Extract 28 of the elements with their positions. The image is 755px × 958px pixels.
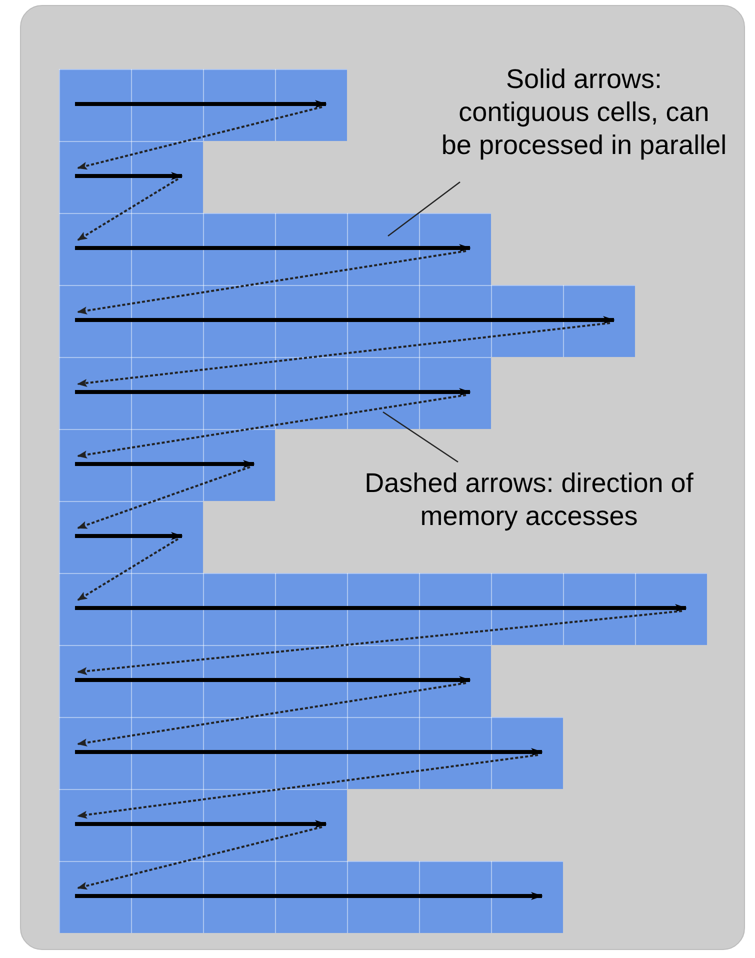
panel-background [20,5,745,950]
dashed-arrow [77,610,682,676]
memory-row [59,357,491,429]
leader-line [382,411,458,463]
memory-row [59,213,491,285]
dashed-arrow [77,826,322,890]
dashed-arrow [77,754,538,819]
dashed-arrow [77,466,250,529]
dashed-arrow [77,322,610,387]
dashed-arrow [77,682,466,747]
memory-row [59,861,563,933]
dashed-arrow [77,178,179,241]
memory-row [59,69,347,141]
memory-row [59,285,635,357]
dashed-arrow [77,106,322,170]
dashed-arrow [77,394,466,459]
annotation-text: Dashed arrows: direction of memory accesses [356,467,702,567]
memory-row [59,141,203,213]
memory-row [59,501,203,573]
memory-row [59,717,563,789]
memory-row [59,789,347,861]
memory-row [59,645,491,717]
leader-line [388,181,460,237]
annotation-text: Solid arrows: contiguous cells, can be processed in parallel [441,63,727,213]
memory-row [59,429,275,501]
dashed-arrow [77,538,179,601]
dashed-arrow [77,250,466,315]
memory-row [59,573,707,645]
